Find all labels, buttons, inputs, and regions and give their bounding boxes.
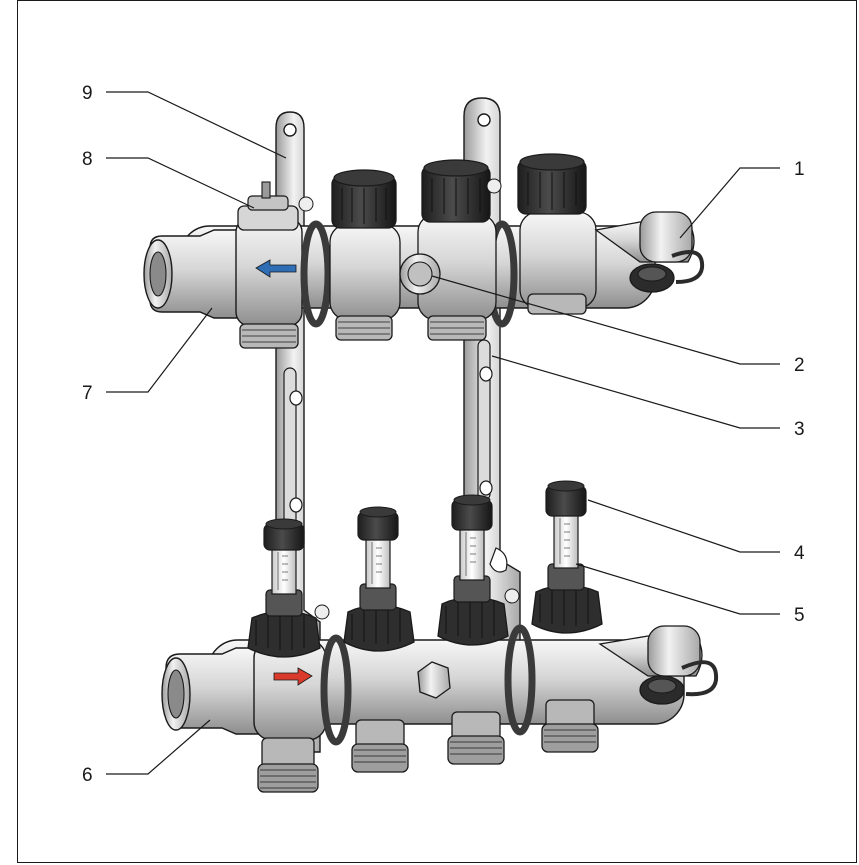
leader-8 <box>106 157 255 209</box>
leader-2 <box>431 275 780 365</box>
flow-meter-2 <box>343 506 415 652</box>
callout-leaders <box>106 91 780 775</box>
return-drain-plug <box>399 253 441 295</box>
figure-frame <box>17 0 857 863</box>
return-valve-2 <box>417 159 497 341</box>
leader-6 <box>106 719 211 775</box>
bracket-screws <box>298 178 520 620</box>
leader-3 <box>491 355 780 429</box>
flow-meter-3 <box>437 494 509 646</box>
callout-1: 1 <box>794 159 805 180</box>
return-manifold-bar <box>143 153 705 349</box>
flow-meter-4 <box>531 480 603 634</box>
flow-meter-1 <box>247 518 321 658</box>
leader-1 <box>679 167 780 239</box>
callout-5: 5 <box>794 605 805 626</box>
leader-9 <box>106 91 287 159</box>
flow-outlet-2 <box>351 719 409 773</box>
flow-end-cap <box>598 625 719 705</box>
callout-9: 9 <box>82 83 93 104</box>
leader-4 <box>587 499 780 553</box>
return-valve-1 <box>329 169 401 341</box>
callout-6: 6 <box>82 765 93 786</box>
leader-5 <box>575 563 780 615</box>
arrow-right-icon <box>273 667 313 686</box>
flow-hex-plug <box>417 661 451 699</box>
callout-labels: 9 8 7 6 1 2 3 4 5 <box>82 83 805 786</box>
return-inlet-union <box>143 229 243 319</box>
flow-outlet-3 <box>447 711 505 765</box>
flow-manifold-bar <box>161 624 719 793</box>
flow-valve-housing <box>253 639 327 793</box>
leader-7 <box>106 307 213 393</box>
callout-7: 7 <box>82 383 93 404</box>
flow-inlet-union <box>161 647 267 735</box>
callout-3: 3 <box>794 419 805 440</box>
callout-2: 2 <box>794 355 805 376</box>
callout-4: 4 <box>794 543 805 564</box>
arrow-left-icon <box>255 259 297 278</box>
return-end-cap <box>594 211 705 293</box>
return-valve-3 <box>517 153 597 315</box>
flow-outlet-4 <box>541 699 599 753</box>
callout-8: 8 <box>82 149 93 170</box>
